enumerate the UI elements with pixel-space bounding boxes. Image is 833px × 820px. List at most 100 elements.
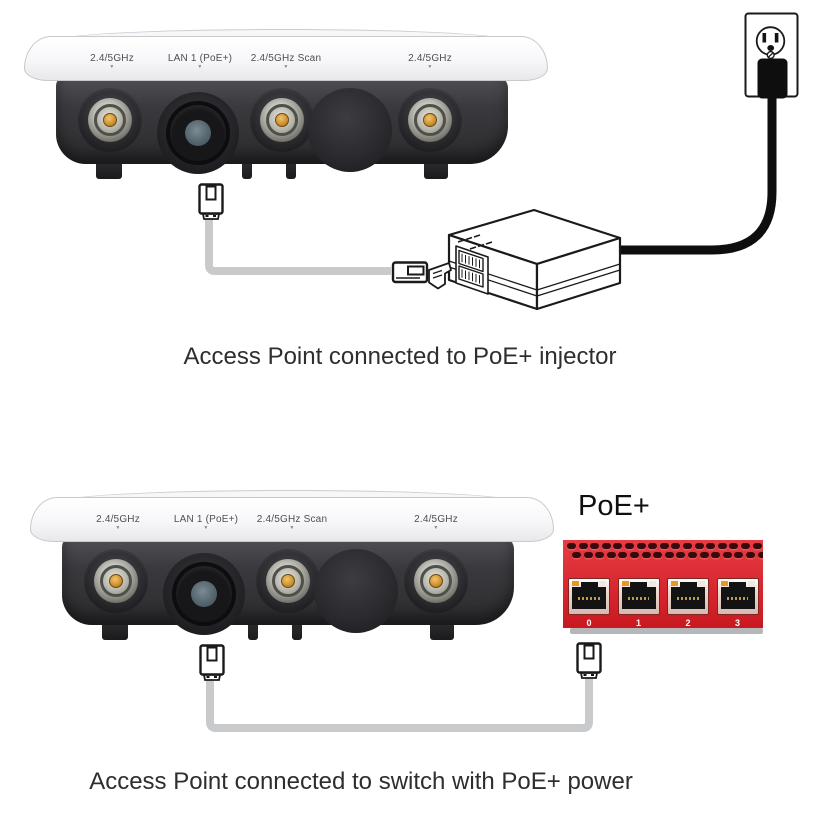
- rj45-jack: [572, 582, 606, 609]
- blank-port-cover: [314, 549, 398, 633]
- injector-rj45-ports: [455, 245, 489, 295]
- mounting-tab: [286, 162, 296, 179]
- outlet-ground-hole: [767, 45, 775, 51]
- outlet-slot-right: [774, 33, 779, 43]
- vent-slot: [757, 551, 763, 558]
- poe-plus-label: PoE+: [578, 490, 650, 522]
- led-icon: [648, 581, 656, 586]
- led-icon: [599, 581, 606, 586]
- antenna-connector: [84, 549, 148, 613]
- vent-slot: [711, 551, 721, 558]
- antenna-pin: [429, 574, 443, 588]
- antenna-pin: [423, 113, 437, 127]
- led-icon: [572, 581, 579, 586]
- injector-led-marks: [457, 234, 493, 250]
- port-label-antenna-2: 2.4/5GHz▼: [408, 53, 452, 70]
- vent-slot: [687, 551, 697, 558]
- access-point-cover: [30, 497, 554, 542]
- mounting-tab: [102, 623, 128, 640]
- down-arrow-icon: ▼: [109, 64, 115, 70]
- mounting-tab: [292, 623, 302, 640]
- lan-port-gland: [163, 553, 245, 635]
- antenna-connector: [78, 88, 142, 152]
- vent-slot: [699, 551, 709, 558]
- ethernet-port-2: 2: [667, 578, 709, 628]
- antenna-connector: [256, 549, 320, 613]
- port-number: 3: [734, 618, 740, 628]
- power-plug: [757, 58, 788, 99]
- vent-slot: [734, 551, 744, 558]
- vent-slot: [664, 551, 674, 558]
- down-arrow-icon: ▼: [115, 525, 121, 531]
- ethernet-port-3: 3: [716, 578, 759, 628]
- vent-slot: [624, 543, 634, 550]
- down-arrow-icon: ▼: [197, 64, 203, 70]
- vent-slot: [613, 543, 623, 550]
- mounting-tab: [242, 162, 252, 179]
- antenna-connector: [250, 88, 314, 152]
- vent-slot: [694, 543, 704, 550]
- access-point-bottom: 2.4/5GHz▼ LAN 1 (PoE+)▼ 2.4/5GHz Scan▼ 2…: [16, 490, 561, 673]
- access-point-top: 2.4/5GHz▼ LAN 1 (PoE+)▼ 2.4/5GHz Scan▼ 2…: [10, 29, 555, 212]
- outlet-slot-left: [762, 33, 767, 43]
- poe-injector: [428, 208, 622, 311]
- rj45-jack: [621, 582, 656, 609]
- rj45-jack: [720, 582, 755, 609]
- port-label-antenna-1: 2.4/5GHz▼: [96, 514, 140, 531]
- mounting-tab: [430, 623, 454, 640]
- ethernet-port-0: 0: [568, 578, 610, 628]
- antenna-connector: [398, 88, 462, 152]
- port-label-lan1-poe: LAN 1 (PoE+)▼: [173, 514, 239, 531]
- vent-slot: [676, 551, 686, 558]
- led-icon: [671, 581, 678, 586]
- port-number: 0: [586, 618, 592, 628]
- port-label-scan: 2.4/5GHz Scan▼: [250, 53, 322, 70]
- led-icon: [720, 581, 728, 586]
- vent-slot: [671, 543, 681, 550]
- antenna-connector: [404, 549, 468, 613]
- vent-slot: [729, 543, 739, 550]
- switch-port-row: 0 1 2 3: [568, 578, 759, 628]
- vent-slot: [745, 551, 755, 558]
- vent-slot: [706, 543, 716, 550]
- poe-switch: 0 1 2 3: [563, 540, 763, 628]
- vent-slot: [641, 551, 651, 558]
- vent-slot: [740, 543, 750, 550]
- vent-slot: [636, 543, 646, 550]
- injector-mounting-ear: [428, 262, 452, 290]
- mounting-tab: [96, 162, 122, 179]
- vent-slot: [572, 551, 581, 558]
- vent-slot: [653, 551, 663, 558]
- vent-slot: [595, 551, 605, 558]
- rj45-connector-icon: [391, 261, 429, 284]
- port-label-scan: 2.4/5GHz Scan▼: [256, 514, 328, 531]
- lan-port-gland: [157, 92, 239, 174]
- vent-slot: [682, 543, 692, 550]
- blank-port-cover: [308, 88, 392, 172]
- vent-slot: [629, 551, 639, 558]
- antenna-pin: [103, 113, 117, 127]
- access-point-cover: [24, 36, 548, 81]
- port-number: 2: [685, 618, 691, 628]
- led-icon: [698, 581, 705, 586]
- rj45-connector-icon: [576, 642, 602, 680]
- vent-slot: [659, 543, 669, 550]
- ethernet-cable-top: [205, 217, 391, 275]
- vent-slot: [567, 543, 576, 550]
- port-label-antenna-2: 2.4/5GHz▼: [414, 514, 458, 531]
- led-icon: [621, 581, 629, 586]
- injector-front-face: [535, 236, 622, 311]
- vent-slot: [752, 543, 762, 550]
- vent-slot: [648, 543, 658, 550]
- caption-poe-injector: Access Point connected to PoE+ injector: [183, 343, 617, 370]
- rj45-jack: [671, 582, 705, 609]
- vent-slot: [583, 551, 593, 558]
- caption-poe-switch: Access Point connected to switch with Po…: [89, 768, 633, 795]
- gland-cap: [185, 120, 211, 146]
- led-icon: [747, 581, 755, 586]
- down-arrow-icon: ▼: [283, 64, 289, 70]
- antenna-pin: [281, 574, 295, 588]
- vent-slot: [590, 543, 600, 550]
